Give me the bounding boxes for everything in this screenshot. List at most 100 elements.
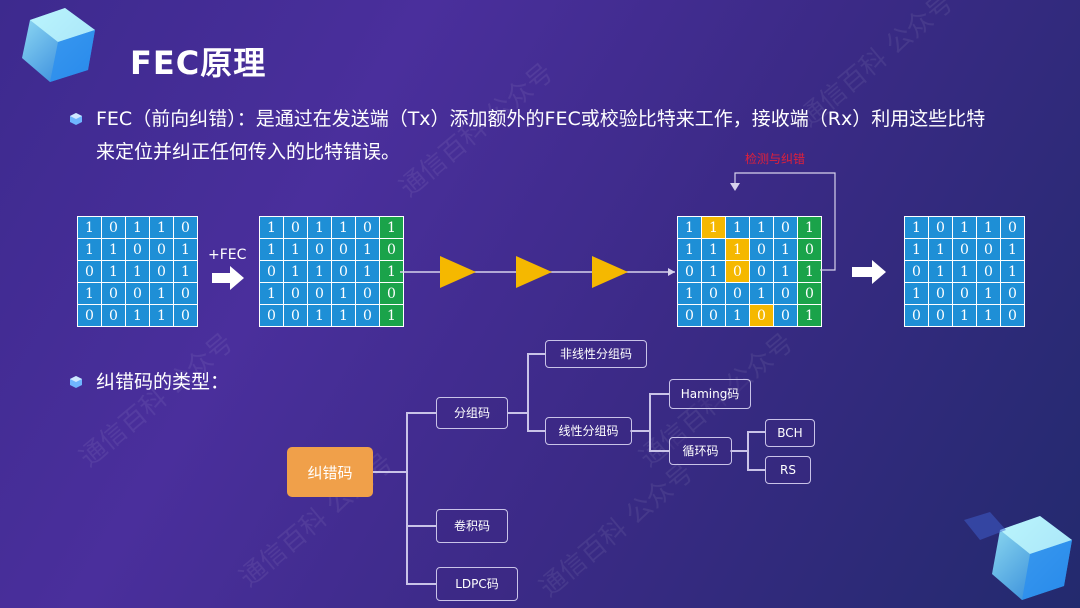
cube-decor-icon: [964, 512, 1072, 600]
bit-cell: 0: [701, 304, 726, 327]
bit-cell: 0: [77, 260, 102, 283]
bit-cell: 1: [701, 260, 726, 283]
bit-cell: 0: [797, 282, 822, 305]
bullet-text-line2: 来定位并纠正任何传入的比特错误。: [96, 141, 401, 163]
bit-cell: 0: [773, 282, 798, 305]
bit-cell: 1: [952, 260, 977, 283]
bit-cell: 1: [149, 304, 174, 327]
bit-cell: 1: [77, 238, 102, 261]
bit-cell: 0: [976, 260, 1001, 283]
bit-cell: 1: [331, 216, 356, 239]
bit-cell: 1: [952, 216, 977, 239]
bit-cell: 1: [928, 238, 953, 261]
bit-cell: 0: [101, 282, 126, 305]
bullet-text-types: 纠错码的类型：: [96, 371, 230, 393]
bit-cell: 1: [1000, 260, 1025, 283]
bit-cell: 1: [725, 304, 750, 327]
bit-cell: 0: [77, 304, 102, 327]
transmission-channel: [400, 256, 675, 288]
bit-cell: 1: [904, 216, 929, 239]
bit-cell: 1: [928, 260, 953, 283]
bit-cell: 1: [77, 216, 102, 239]
bit-cell: 1: [283, 238, 308, 261]
block-code-node: 分组码: [436, 397, 508, 429]
bit-cell: 1: [355, 260, 380, 283]
bit-cell: 0: [677, 260, 702, 283]
bit-cell: 1: [701, 216, 726, 239]
bit-cell: 1: [77, 282, 102, 305]
ldpc-code-node: LDPC码: [436, 567, 518, 601]
bit-cell: 1: [379, 216, 404, 239]
bch-node: BCH: [765, 419, 815, 447]
bit-cell: 1: [725, 216, 750, 239]
bit-cell: 0: [976, 238, 1001, 261]
bit-cell: 0: [797, 238, 822, 261]
bit-cell: 0: [307, 238, 332, 261]
bit-cell: 0: [331, 238, 356, 261]
bit-cell: 1: [701, 238, 726, 261]
bit-cell: 0: [125, 238, 150, 261]
bit-cell: 1: [259, 238, 284, 261]
slide-title: FEC原理: [130, 44, 267, 82]
bit-cell: 1: [307, 260, 332, 283]
bit-cell: 1: [173, 238, 198, 261]
bit-cell: 0: [283, 216, 308, 239]
bullet-text-line1: FEC（前向纠错）：是通过在发送端（Tx）添加额外的FEC或校验比特来工作，接收…: [96, 108, 986, 130]
bit-cell: 1: [149, 216, 174, 239]
detect-correct-label: 检测与纠错: [745, 152, 806, 166]
bit-cell: 1: [976, 304, 1001, 327]
bit-cell: 1: [355, 238, 380, 261]
bit-cell: 0: [355, 282, 380, 305]
bit-cell: 1: [773, 238, 798, 261]
bit-cell: 0: [773, 304, 798, 327]
feedback-loop-arrow: [730, 172, 836, 271]
bit-cell: 1: [125, 216, 150, 239]
hamming-code-node: Haming码: [669, 379, 751, 409]
bit-cell: 1: [797, 304, 822, 327]
bit-cell: 0: [331, 260, 356, 283]
bit-cell: 1: [307, 216, 332, 239]
bit-cell: 0: [283, 304, 308, 327]
bit-cell: 1: [283, 260, 308, 283]
bit-cell: 0: [952, 238, 977, 261]
bit-cell: 0: [904, 260, 929, 283]
bit-cell: 0: [952, 282, 977, 305]
bit-cell: 0: [173, 216, 198, 239]
bit-cell: 0: [307, 282, 332, 305]
bit-cell: 1: [952, 304, 977, 327]
bit-cell: 1: [331, 304, 356, 327]
bit-cell: 0: [1000, 304, 1025, 327]
bit-cell: 0: [677, 304, 702, 327]
watermark: 通信百科 公众号: [534, 457, 700, 604]
bit-cell: 0: [749, 304, 774, 327]
bit-cell: 0: [355, 304, 380, 327]
bit-cell: 0: [928, 216, 953, 239]
bit-cell: 0: [379, 238, 404, 261]
nonlinear-block-code-node: 非线性分组码: [545, 340, 647, 368]
bit-cell: 1: [173, 260, 198, 283]
convolutional-code-node: 卷积码: [436, 509, 508, 543]
bit-cell: 1: [976, 216, 1001, 239]
cube-bullet-icon: [70, 113, 82, 125]
bit-cell: 1: [125, 304, 150, 327]
channel-arrow-icon: [440, 256, 476, 288]
bit-cell: 1: [259, 282, 284, 305]
bit-cell: 0: [928, 304, 953, 327]
cube-logo-icon: [22, 8, 95, 82]
bit-cell: 1: [976, 282, 1001, 305]
linear-block-code-node: 线性分组码: [545, 417, 632, 445]
right-arrow-icon: [212, 266, 244, 290]
bit-cell: 1: [379, 304, 404, 327]
bit-cell: 0: [701, 282, 726, 305]
bit-cell: 0: [259, 304, 284, 327]
bit-cell: 1: [797, 216, 822, 239]
bit-cell: 0: [125, 282, 150, 305]
bit-cell: 0: [149, 260, 174, 283]
bit-cell: 0: [283, 282, 308, 305]
right-arrow-icon: [852, 260, 886, 284]
bit-cell: 0: [725, 282, 750, 305]
bit-cell: 1: [125, 260, 150, 283]
